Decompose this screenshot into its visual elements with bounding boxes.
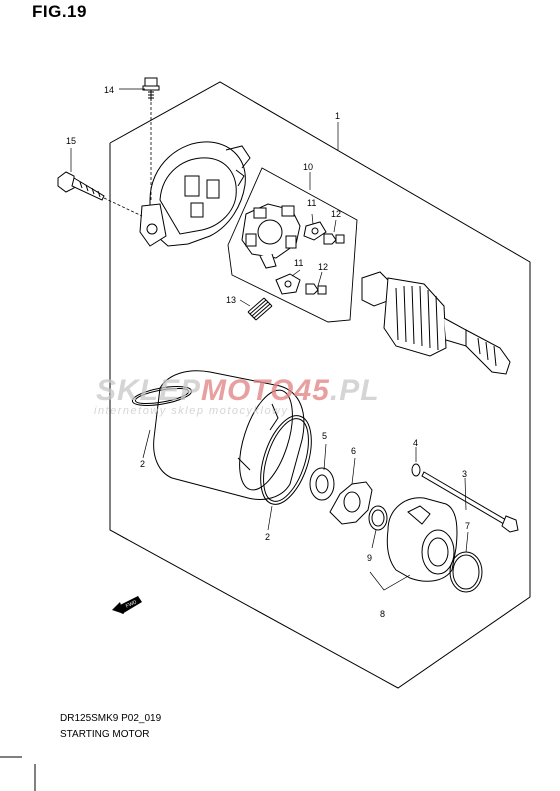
watermark-brand-b: MOTO [201, 374, 294, 407]
page-corner-mark [0, 756, 36, 791]
drawing-code: DR125SMK9 P02_019 [60, 713, 162, 724]
brush-upper-11 [303, 221, 327, 241]
lock-plate-6 [329, 481, 373, 525]
watermark-brand-d: .PL [330, 374, 380, 407]
watermark-brand-c: 45 [293, 374, 330, 407]
assembly-outline [109, 81, 531, 689]
callout-8: 8 [380, 609, 385, 619]
screw-lower-12 [305, 283, 327, 295]
fwd-badge-text: FWD [125, 599, 138, 609]
o-ring-7 [449, 551, 483, 593]
callout-labels: 1 2 2 3 4 5 6 7 8 9 10 11 11 12 12 13 14… [66, 85, 470, 619]
callout-6: 6 [351, 446, 356, 456]
screw-14 [142, 77, 160, 101]
bolt-15 [57, 171, 105, 201]
leader-lines [70, 88, 469, 591]
callout-4: 4 [413, 438, 418, 448]
callout-13: 13 [226, 295, 236, 305]
drawing-name: STARTING MOTOR [60, 729, 150, 740]
screw-upper-12 [323, 233, 345, 245]
callout-11a: 11 [307, 198, 316, 208]
spring-13 [247, 297, 273, 321]
callout-15: 15 [66, 136, 76, 146]
motor-yoke [153, 370, 305, 500]
svg-text:SKLEPMOTO45.PL: SKLEPMOTO45.PL [96, 374, 380, 407]
callout-2a: 2 [140, 459, 145, 469]
watermark-tagline: internetowy sklep motocyklowy [94, 405, 289, 417]
callout-12a: 12 [331, 209, 341, 219]
callout-7: 7 [465, 521, 470, 531]
brush-lower-11 [275, 273, 301, 295]
brush-holder-outline [227, 167, 358, 323]
watermark-brand-a: SKLEP [96, 374, 201, 407]
armature [361, 271, 511, 375]
o-ring-9 [368, 505, 388, 531]
through-bolt-3 [421, 471, 519, 533]
callout-2b: 2 [265, 532, 270, 542]
callout-3: 3 [462, 469, 467, 479]
washer-4 [411, 463, 421, 477]
watermark: SKLEPMOTO45.PL internetowy sklep motocyk… [94, 374, 380, 417]
o-ring-2-right [260, 415, 312, 505]
callout-11b: 11 [294, 258, 303, 268]
callout-12b: 12 [318, 262, 328, 272]
rear-end-cover [139, 141, 251, 247]
o-ring-2-left [131, 386, 193, 406]
callout-1: 1 [335, 111, 340, 121]
callout-5: 5 [322, 431, 327, 441]
figure-title: FIG.19 [32, 2, 87, 21]
fwd-arrow-icon: FWD [112, 596, 142, 614]
front-bracket-8 [386, 497, 458, 582]
brush-holder [241, 203, 301, 269]
washer-5 [309, 467, 335, 501]
callout-9: 9 [367, 553, 372, 563]
callout-10: 10 [303, 162, 313, 172]
bolt-15-guide [103, 197, 143, 217]
callout-14: 14 [104, 85, 114, 95]
